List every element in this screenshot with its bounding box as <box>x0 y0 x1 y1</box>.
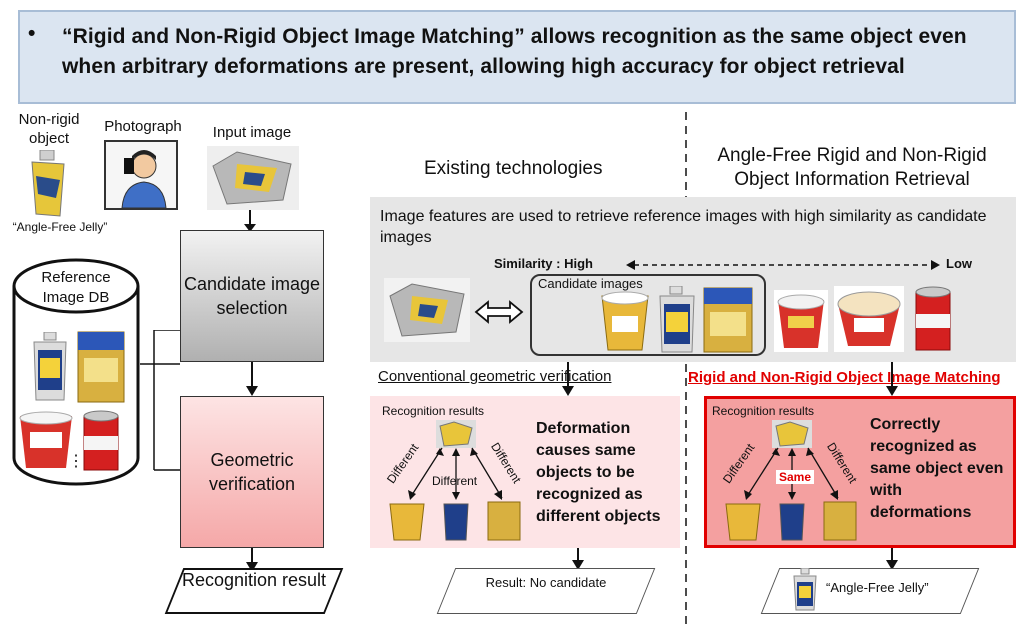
geometric-verification-box: Geometric verification <box>180 396 324 548</box>
candidate-images-label: Candidate images <box>538 276 643 291</box>
recognition-result-label: Recognition result <box>181 570 327 590</box>
correct-recognition-text: Correctly recognized as same object even… <box>870 416 1004 521</box>
proposed-recognition-graph <box>725 420 857 541</box>
db-more-ellipsis: ⋮ <box>68 453 84 470</box>
lowsim-bowl-product <box>834 286 904 352</box>
retrieval-description: Image features are used to retrieve refe… <box>380 208 987 246</box>
arrow-down-icon <box>246 548 258 572</box>
photograph-label: Photograph <box>104 118 182 135</box>
arrow-down-icon <box>886 362 898 396</box>
candidate-noodle-bag-product <box>703 287 753 353</box>
jelly-caption: “Angle-Free Jelly” <box>12 220 108 234</box>
db-red-can-product <box>83 410 119 471</box>
input-image-label: Input image <box>212 124 292 141</box>
similarity-high-label: Similarity : High <box>494 256 593 271</box>
banner-bullet: • <box>28 22 36 45</box>
existing-recognition-results-label: Recognition results <box>382 404 485 418</box>
angle-free-title: Angle-Free Rigid and Non-Rigid Object In… <box>717 145 987 190</box>
db-connector-lines <box>140 330 180 471</box>
existing-technologies-title: Existing technologies <box>424 158 603 179</box>
arrow-down-icon <box>572 548 584 570</box>
conventional-verification-label: Conventional geometric verification <box>378 368 612 385</box>
query-image <box>384 278 470 342</box>
db-jelly-product <box>33 332 67 401</box>
lowsim-red-can-product <box>915 286 951 351</box>
candidate-jelly-product <box>659 286 695 353</box>
double-arrow-icon <box>474 300 524 324</box>
existing-recognition-graph <box>389 420 521 541</box>
jelly-pouch-icon <box>31 150 65 217</box>
proposed-recognition-results-label: Recognition results <box>712 404 815 418</box>
no-candidate-result-label: Result: No candidate <box>485 575 607 590</box>
non-rigid-object-label: Non-rigid object <box>18 111 80 147</box>
same-label: Same <box>776 470 815 484</box>
arrow-down-icon <box>562 362 574 396</box>
reference-db-label: Reference Image DB <box>41 269 111 306</box>
banner-text: “Rigid and Non-Rigid Object Image Matchi… <box>62 25 967 78</box>
rigid-matching-label: Rigid and Non-Rigid Object Image Matchin… <box>688 369 1001 386</box>
headline-banner <box>18 10 1016 104</box>
arrow-down-icon <box>246 362 258 396</box>
similarity-dashed-arrow <box>626 260 940 270</box>
candidate-image-selection-box: Candidate image selection <box>180 230 324 362</box>
candidate-cup-product <box>601 291 649 351</box>
lowsim-cup-product <box>774 290 828 352</box>
db-noodle-bag-product <box>77 331 125 403</box>
arrow-down-icon <box>886 548 898 570</box>
candidate-images-box <box>530 274 766 356</box>
arrow-down-icon <box>244 210 256 232</box>
similarity-low-label: Low <box>946 256 972 271</box>
dashed-divider <box>685 112 687 624</box>
db-cup-noodle-product <box>19 411 73 468</box>
result-jelly-pouch-icon <box>793 568 817 611</box>
input-image-thumbnail[interactable] <box>207 146 299 210</box>
proposed-result-label: “Angle-Free Jelly” <box>826 580 929 595</box>
existing-different-center: Different <box>432 474 478 488</box>
person-photographing-icon <box>104 140 178 210</box>
deformation-text: Deformation causes same objects to be re… <box>536 420 661 525</box>
